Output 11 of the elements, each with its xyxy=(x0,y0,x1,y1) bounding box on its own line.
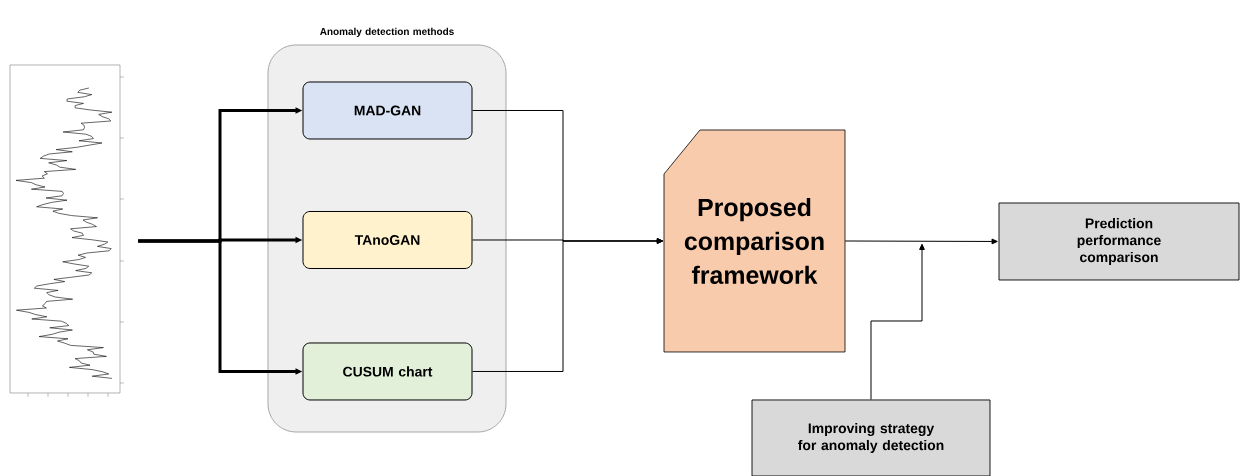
arrow xyxy=(844,238,998,245)
method-box: CUSUM chart xyxy=(302,342,473,401)
framework-card: Proposed comparison framework xyxy=(663,129,846,353)
method-box: TAnoGAN xyxy=(302,211,473,269)
method-box: MAD-GAN xyxy=(302,81,473,140)
process-box: Prediction performance comparison xyxy=(998,202,1240,281)
arrow xyxy=(472,238,664,372)
process-box: Improving strategy for anomaly detection xyxy=(751,399,991,476)
group-title: Anomaly detection methods xyxy=(320,27,454,37)
line-chart-drawing xyxy=(9,64,125,398)
arrow xyxy=(870,243,925,401)
